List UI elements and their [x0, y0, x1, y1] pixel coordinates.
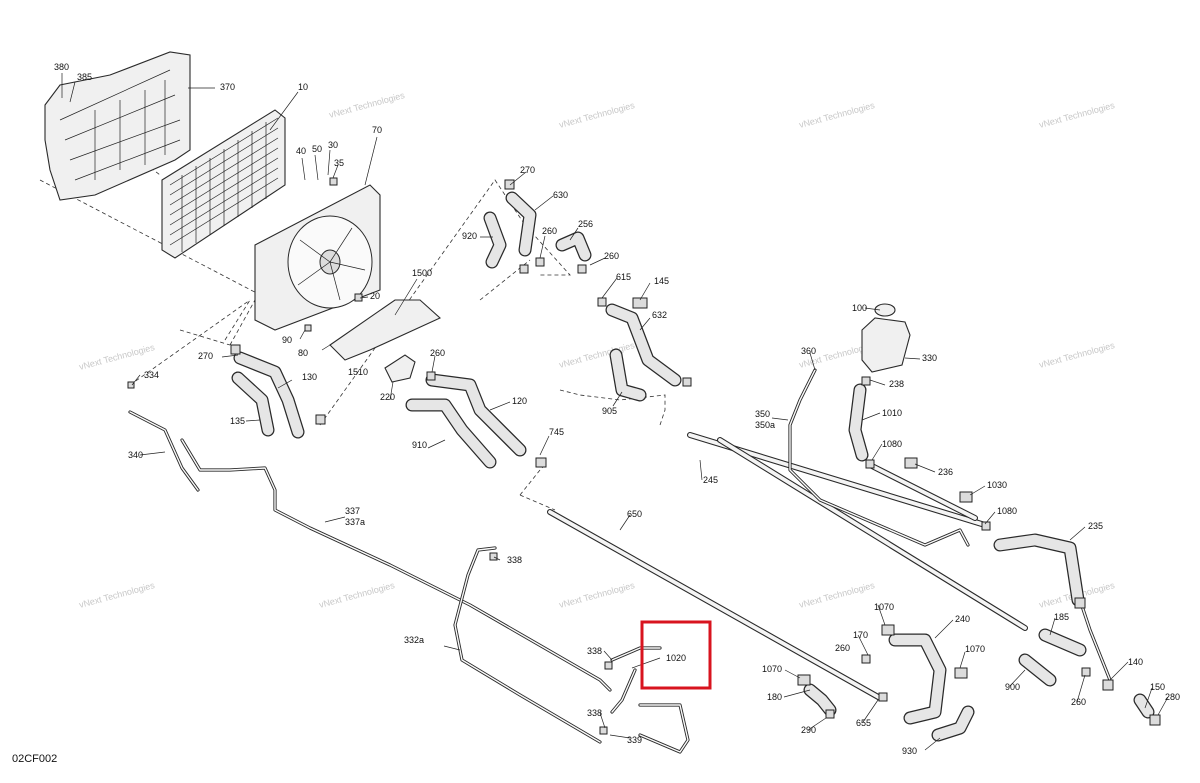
callout-1080: 1080	[882, 439, 902, 449]
callout-150: 150	[1150, 682, 1165, 692]
callout-180: 180	[767, 692, 782, 702]
callout-236: 236	[938, 467, 953, 477]
callout-340: 340	[128, 450, 143, 460]
callout-290: 290	[801, 725, 816, 735]
callout-260: 260	[604, 251, 619, 261]
fan-shroud-part	[44, 51, 191, 201]
callout-650: 650	[627, 509, 642, 519]
callout-140: 140	[1128, 657, 1143, 667]
callout-260: 260	[1071, 697, 1086, 707]
thermostat-housing-part	[384, 354, 416, 383]
callout-332a: 332a	[404, 635, 424, 645]
callout-40: 40	[296, 146, 306, 156]
callout-338: 338	[507, 555, 522, 565]
callout-185: 185	[1054, 612, 1069, 622]
callout-90: 90	[282, 335, 292, 345]
callout-260: 260	[430, 348, 445, 358]
callout-20: 20	[370, 291, 380, 301]
callout-337a: 337a	[345, 517, 365, 527]
callout-240: 240	[955, 614, 970, 624]
callout-655: 655	[856, 718, 871, 728]
callout-337: 337	[345, 506, 360, 516]
callout-270: 270	[198, 351, 213, 361]
callout-920: 920	[462, 231, 477, 241]
callout-334: 334	[144, 370, 159, 380]
callout-130: 130	[302, 372, 317, 382]
callout-256: 256	[578, 219, 593, 229]
watermark: vNext Technologies	[318, 580, 396, 610]
callout-80: 80	[298, 348, 308, 358]
callout-145: 145	[654, 276, 669, 286]
callout-385: 385	[77, 72, 92, 82]
callout-615: 615	[616, 272, 631, 282]
callout-280: 280	[1165, 692, 1180, 702]
callout-10: 10	[298, 82, 308, 92]
callout-380: 380	[54, 62, 69, 72]
callout-900: 900	[1005, 682, 1020, 692]
callout-170: 170	[853, 630, 868, 640]
diagram-code: 02CF002	[12, 753, 57, 765]
watermark: vNext Technologies	[78, 342, 156, 372]
callout-270: 270	[520, 165, 535, 175]
part-callouts: 380 385 370 10 70 40 50 30 35 20 90 80 1…	[54, 62, 1180, 756]
callout-120: 120	[512, 396, 527, 406]
callout-339: 339	[627, 735, 642, 745]
callout-1070: 1070	[762, 664, 782, 674]
callout-630: 630	[553, 190, 568, 200]
callout-632: 632	[652, 310, 667, 320]
watermark: vNext Technologies	[558, 340, 636, 370]
callout-50: 50	[312, 144, 322, 154]
callout-35: 35	[334, 158, 344, 168]
callout-745: 745	[549, 427, 564, 437]
clamps-fittings	[127, 177, 1161, 735]
callout-360: 360	[801, 346, 816, 356]
callout-1500: 1500	[412, 268, 432, 278]
callout-220: 220	[380, 392, 395, 402]
callout-238: 238	[889, 379, 904, 389]
callout-30: 30	[328, 140, 338, 150]
radiator-part	[161, 109, 286, 259]
callout-338: 338	[587, 708, 602, 718]
highlight-box	[640, 620, 712, 690]
bracket-part	[329, 299, 441, 361]
callout-1030: 1030	[987, 480, 1007, 490]
watermark: vNext Technologies	[558, 100, 636, 130]
callout-910: 910	[412, 440, 427, 450]
leader-lines	[61, 73, 1169, 751]
coolant-hoses	[231, 191, 1155, 742]
callout-260: 260	[835, 643, 850, 653]
callout-330: 330	[922, 353, 937, 363]
watermark: vNext Technologies	[78, 580, 156, 610]
callout-135: 135	[230, 416, 245, 426]
callout-350: 350	[755, 409, 770, 419]
callout-1070: 1070	[965, 644, 985, 654]
watermark: vNext Technologies	[558, 580, 636, 610]
callout-930: 930	[902, 746, 917, 756]
watermark: vNext Technologies	[1038, 340, 1116, 370]
callout-70: 70	[372, 125, 382, 135]
fan-assembly-part	[254, 184, 381, 331]
callout-350a: 350a	[755, 420, 775, 430]
coolant-pipes	[547, 432, 1028, 701]
callout-905: 905	[602, 406, 617, 416]
overflow-tubes	[128, 368, 1112, 754]
callout-1080: 1080	[997, 506, 1017, 516]
callout-1070: 1070	[874, 602, 894, 612]
watermark: vNext Technologies	[798, 580, 876, 610]
callout-338: 338	[587, 646, 602, 656]
callout-235: 235	[1088, 521, 1103, 531]
watermark: vNext Technologies	[1038, 100, 1116, 130]
callout-1010: 1010	[882, 408, 902, 418]
callout-1020: 1020	[666, 653, 686, 663]
callout-370: 370	[220, 82, 235, 92]
watermark: vNext Technologies	[798, 100, 876, 130]
watermark: vNext Technologies	[328, 90, 406, 120]
callout-245: 245	[703, 475, 718, 485]
callout-260: 260	[542, 226, 557, 236]
callout-1510: 1510	[348, 367, 368, 377]
coolant-reservoir-part	[861, 303, 911, 373]
callout-100: 100	[852, 303, 867, 313]
